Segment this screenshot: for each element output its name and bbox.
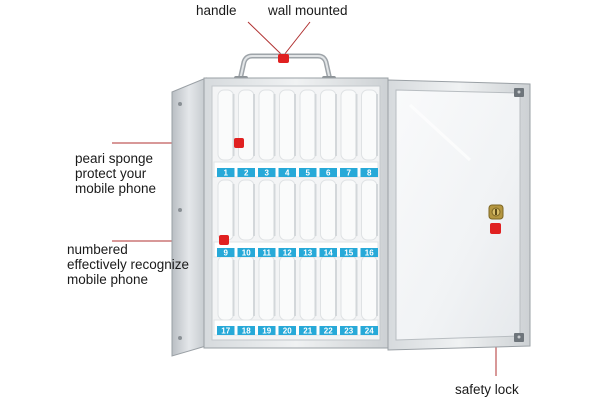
sponge-marker bbox=[234, 138, 244, 148]
foam-slot bbox=[320, 255, 337, 321]
slot-number-tag bbox=[360, 326, 378, 335]
foam-slot bbox=[361, 255, 378, 321]
slot-number: 22 bbox=[324, 327, 333, 336]
slot-number: 8 bbox=[367, 169, 372, 178]
foam-slot bbox=[279, 179, 296, 241]
safety-lock-label: safety lock bbox=[455, 382, 519, 397]
numbered-marker bbox=[219, 235, 229, 245]
slot-number-tag bbox=[237, 326, 255, 335]
slot-number-tag bbox=[319, 248, 337, 257]
cabinet-side-panel bbox=[171, 77, 207, 357]
slot-number: 6 bbox=[326, 169, 331, 178]
foam-slot bbox=[238, 255, 255, 321]
handle-label: handle bbox=[196, 3, 237, 18]
foam-slots bbox=[217, 89, 378, 321]
slot-number-tag bbox=[237, 168, 255, 177]
slot-number-tag bbox=[299, 248, 317, 257]
slot-number-tag bbox=[278, 248, 296, 257]
foam-slot bbox=[299, 89, 316, 161]
foam-slot bbox=[217, 179, 234, 241]
side-rivets bbox=[178, 102, 182, 340]
slot-number: 21 bbox=[303, 327, 312, 336]
slot-number: 18 bbox=[242, 327, 251, 336]
foam-slot bbox=[238, 89, 255, 161]
number-strip-row-2: 9 10 11 12 13 14 15 16 bbox=[213, 241, 379, 258]
slot-number: 12 bbox=[283, 249, 292, 258]
slot-number: 1 bbox=[224, 169, 229, 178]
slot-number: 2 bbox=[244, 169, 249, 178]
slot-number: 23 bbox=[344, 327, 353, 336]
slot-number-tag bbox=[217, 326, 235, 335]
slot-number: 14 bbox=[324, 249, 333, 258]
slot-number-tag bbox=[340, 168, 358, 177]
wall-mounted-label: wall mounted bbox=[268, 3, 348, 18]
slot-number-tag bbox=[299, 168, 317, 177]
slot-number-tag bbox=[319, 168, 337, 177]
slot-number-tag bbox=[217, 248, 235, 257]
foam-slot bbox=[258, 179, 275, 241]
slot-number-tag bbox=[278, 168, 296, 177]
foam-slot bbox=[361, 179, 378, 241]
slot-number: 15 bbox=[344, 249, 353, 258]
slot-number-tag bbox=[340, 248, 358, 257]
callout-markers bbox=[219, 54, 501, 245]
slot-number: 11 bbox=[263, 249, 272, 258]
foam-slot bbox=[217, 89, 234, 161]
foam-slot bbox=[238, 179, 255, 241]
slot-number-tag bbox=[278, 326, 296, 335]
foam-slot bbox=[258, 255, 275, 321]
slot-number: 17 bbox=[221, 327, 230, 336]
slot-number: 9 bbox=[224, 249, 229, 258]
slot-number: 7 bbox=[347, 169, 352, 178]
slot-number-tag bbox=[258, 326, 276, 335]
slot-number-tag bbox=[258, 168, 276, 177]
foam-slot bbox=[320, 179, 337, 241]
slot-number: 13 bbox=[303, 249, 312, 258]
slot-number-tag bbox=[360, 168, 378, 177]
slot-number: 19 bbox=[262, 327, 271, 336]
slot-number: 4 bbox=[285, 169, 290, 178]
slot-number: 3 bbox=[265, 169, 270, 178]
slot-number-tag bbox=[360, 248, 378, 257]
numbered-label: numbered effectively recognize mobile ph… bbox=[67, 242, 190, 287]
foam-slot bbox=[340, 255, 357, 321]
slot-number-tag bbox=[237, 248, 255, 257]
foam-slot bbox=[279, 89, 296, 161]
handle-callout-line bbox=[247, 21, 283, 56]
foam-slot bbox=[320, 89, 337, 161]
slot-number: 5 bbox=[306, 169, 311, 178]
foam-slot bbox=[299, 255, 316, 321]
safety-lock bbox=[488, 204, 504, 220]
number-strip-row-3: 17 18 19 20 21 22 23 24 bbox=[213, 319, 379, 336]
foam-slot bbox=[299, 179, 316, 241]
glass-door bbox=[387, 79, 531, 351]
number-strip-row-1: 1 2 3 4 5 6 7 8 bbox=[213, 161, 379, 178]
slot-number-tag bbox=[299, 326, 317, 335]
door-hinges bbox=[514, 88, 524, 342]
foam-slot bbox=[258, 89, 275, 161]
handle-marker bbox=[278, 54, 289, 63]
foam-slot bbox=[340, 89, 357, 161]
slot-number: 16 bbox=[365, 249, 374, 258]
slot-number: 24 bbox=[365, 327, 374, 336]
foam-slot bbox=[361, 89, 378, 161]
slot-number: 10 bbox=[242, 249, 251, 258]
slot-number-tag bbox=[319, 326, 337, 335]
lock-marker bbox=[490, 223, 501, 234]
slot-number: 20 bbox=[283, 327, 292, 336]
slot-number-tag bbox=[340, 326, 358, 335]
slot-number-tag bbox=[217, 168, 235, 177]
foam-slot bbox=[217, 255, 234, 321]
slot-number-tag bbox=[258, 248, 276, 257]
wall-mounted-callout-line bbox=[283, 21, 311, 56]
sponge-label: peari sponge protect your mobile phone bbox=[75, 151, 157, 196]
foam-slot bbox=[340, 179, 357, 241]
foam-slot bbox=[279, 255, 296, 321]
